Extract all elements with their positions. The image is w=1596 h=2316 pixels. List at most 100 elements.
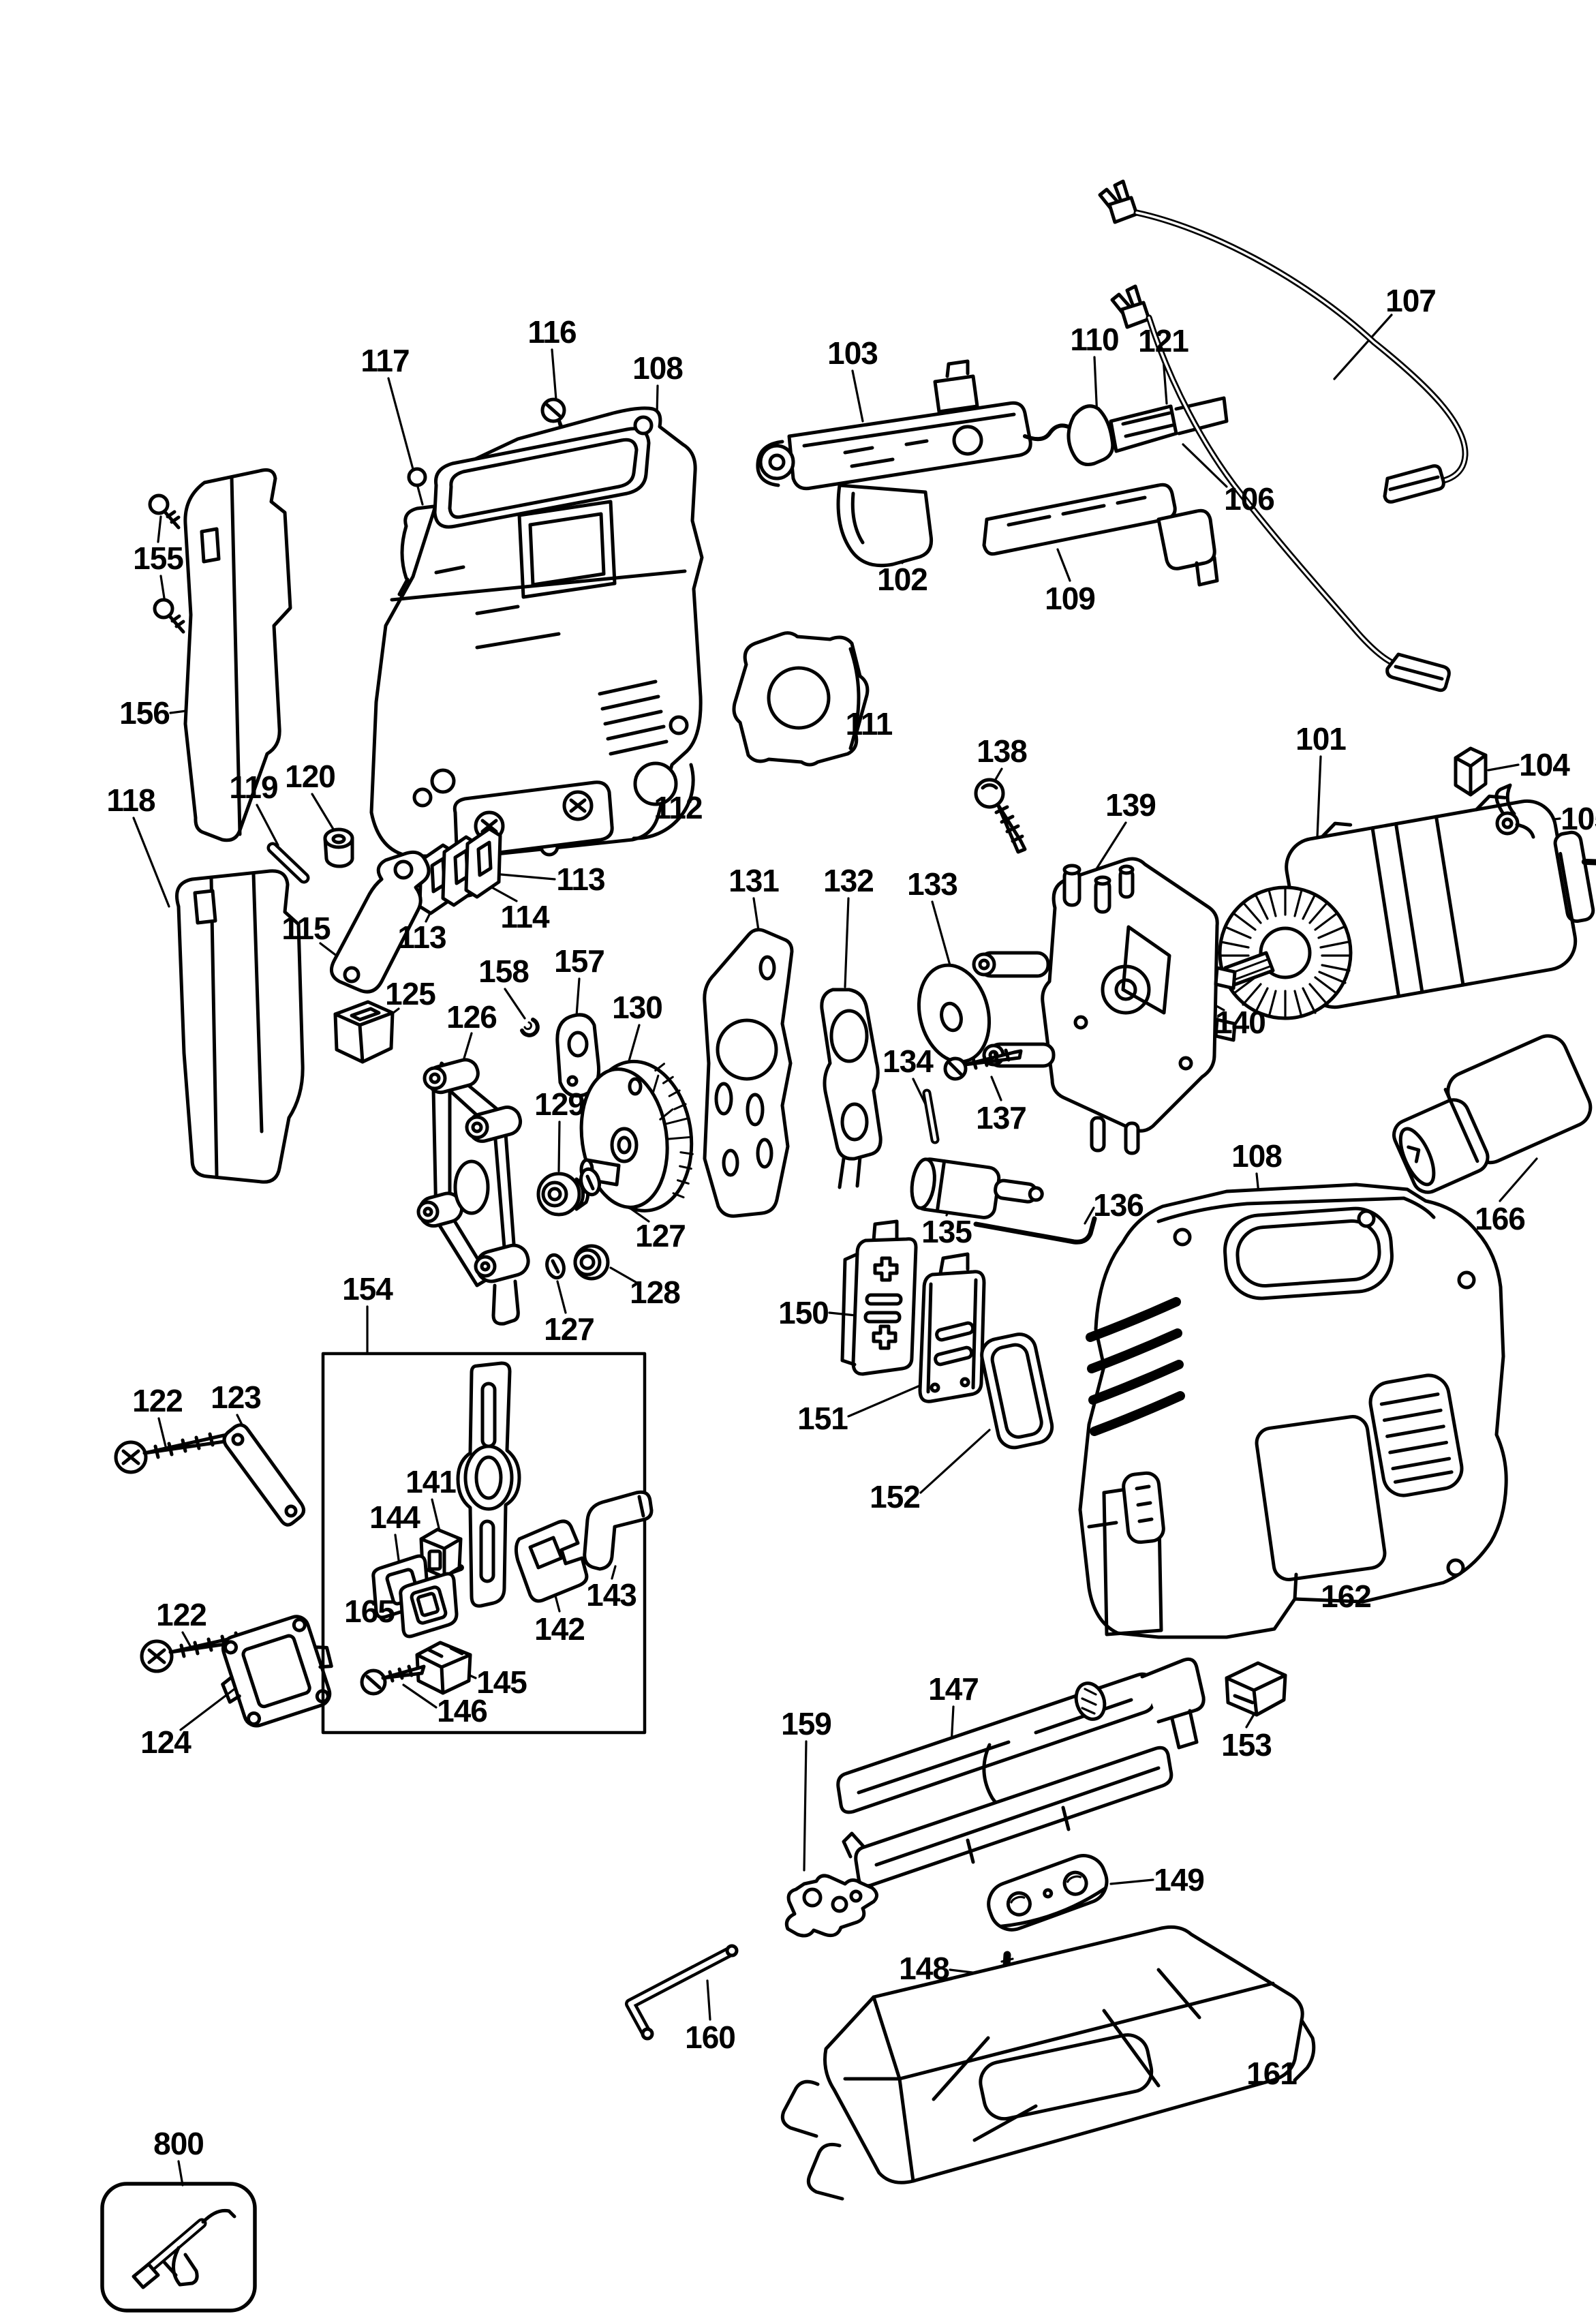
part-130-gear-drawing	[579, 1059, 694, 1213]
part-111-gasket-drawing	[732, 631, 870, 767]
part-166-boot-drawing	[1392, 1034, 1593, 1194]
callout-133: 133	[907, 866, 958, 902]
part-124-frame-drawing	[221, 1615, 333, 1728]
callout-117: 117	[360, 343, 410, 378]
part-165-cover-drawing	[399, 1572, 459, 1639]
callout-150: 150	[778, 1295, 829, 1330]
callout-153: 153	[1221, 1727, 1272, 1763]
part-127-washer-b-drawing	[545, 1253, 566, 1280]
part-800-kit-drawing	[100, 2182, 257, 2313]
part-160-hex-key-drawing	[625, 1944, 739, 2041]
part-125-block-drawing	[333, 1000, 395, 1064]
callout-165: 165	[344, 1594, 395, 1629]
callout-149: 149	[1154, 1862, 1205, 1898]
part-128-bearing-drawing	[573, 1244, 610, 1281]
callout-141: 141	[405, 1464, 457, 1499]
part-122-screw-a-drawing	[114, 1431, 234, 1474]
callout-135: 135	[921, 1214, 972, 1249]
callout-160: 160	[685, 2020, 736, 2055]
callout-111: 111	[845, 706, 893, 742]
callout-118: 118	[106, 782, 155, 818]
callout-109: 109	[1045, 581, 1096, 616]
callout-155: 155	[133, 540, 184, 576]
callout-120: 120	[285, 759, 336, 794]
jigsaw-kit-icon	[132, 2208, 236, 2289]
part-109-slider-drawing	[982, 483, 1219, 587]
part-141-block-drawing	[419, 1527, 463, 1579]
part-104-brush-drawing	[1454, 746, 1488, 797]
callout-108-body: 108	[1231, 1138, 1283, 1174]
part-101-motor-drawing	[1218, 794, 1596, 1020]
callout-157: 157	[554, 943, 605, 979]
callout-113-a: 113	[556, 862, 605, 897]
callout-142: 142	[534, 1611, 585, 1647]
callout-101: 101	[1295, 721, 1347, 757]
callout-128: 128	[630, 1275, 681, 1310]
callout-124: 124	[140, 1724, 191, 1760]
part-157-plate-drawing	[555, 1013, 601, 1098]
callout-144: 144	[369, 1499, 420, 1535]
callout-112: 112	[654, 790, 703, 825]
part-135-roller-drawing	[910, 1157, 1044, 1219]
callout-123: 123	[211, 1380, 262, 1415]
part-154-kit-box-drawing	[321, 1352, 647, 1735]
part-115-lever-drawing	[329, 850, 431, 994]
callout-129: 129	[534, 1086, 585, 1122]
part-146-screw-drawing	[360, 1664, 426, 1696]
part-138-screw-drawing	[974, 778, 1027, 854]
part-107-cord-drawing	[1098, 179, 1469, 692]
part-142-clamp-drawing	[514, 1519, 589, 1603]
callout-110: 110	[1070, 322, 1119, 357]
part-158-clip-drawing	[520, 1018, 540, 1037]
part-134-pin-drawing	[922, 1088, 940, 1144]
callout-121: 121	[1138, 323, 1189, 359]
part-136-rod-drawing	[973, 1216, 1097, 1245]
callout-125: 125	[385, 976, 436, 1011]
part-154-lever-drawing	[442, 1361, 521, 1608]
callout-162: 162	[1321, 1579, 1372, 1614]
callout-122-a: 122	[132, 1383, 183, 1418]
callout-137: 137	[976, 1100, 1027, 1136]
callout-146: 146	[437, 1693, 488, 1728]
callout-108-top: 108	[632, 350, 684, 386]
callout-103: 103	[827, 335, 878, 371]
callout-151: 151	[797, 1401, 848, 1436]
part-103-switch-drawing	[756, 359, 1073, 568]
part-121-sleeve-drawing	[1109, 404, 1178, 453]
part-132-link-drawing	[820, 988, 883, 1189]
callout-107: 107	[1385, 283, 1437, 318]
callout-102: 102	[877, 562, 928, 597]
callout-139: 139	[1105, 787, 1156, 823]
part-149-plate-drawing	[987, 1854, 1109, 1932]
part-126-bracket-drawing	[416, 1058, 530, 1326]
callout-156: 156	[119, 695, 170, 731]
callout-122-b: 122	[156, 1597, 207, 1632]
callout-166: 166	[1475, 1201, 1526, 1236]
callout-105: 105	[1561, 801, 1596, 836]
part-108-assembled-body-drawing	[1078, 1183, 1508, 1639]
callout-127-a: 127	[635, 1218, 686, 1253]
callout-127-b: 127	[544, 1311, 595, 1347]
callout-134: 134	[883, 1043, 934, 1079]
callout-148: 148	[899, 1951, 950, 1986]
part-102-trigger-drawing	[836, 483, 934, 568]
callout-152: 152	[870, 1479, 921, 1514]
callout-145: 145	[476, 1664, 527, 1700]
part-105-spring-drawing	[1494, 783, 1535, 839]
part-137-screw-drawing	[943, 1048, 1023, 1081]
part-133-disc-drawing	[917, 963, 992, 1064]
part-150-bracket-drawing	[840, 1219, 918, 1376]
callout-161: 161	[1246, 2056, 1298, 2091]
callout-126: 126	[446, 999, 497, 1035]
callout-158: 158	[478, 954, 530, 989]
callout-114: 114	[500, 899, 549, 934]
part-152-seal-drawing	[980, 1332, 1054, 1450]
callout-140: 140	[1215, 1005, 1266, 1040]
callout-132: 132	[823, 863, 874, 898]
part-151-cover-drawing	[918, 1252, 986, 1403]
callout-131: 131	[728, 863, 780, 898]
part-143-clip-drawing	[583, 1490, 654, 1571]
callout-113-b: 113	[397, 919, 446, 955]
